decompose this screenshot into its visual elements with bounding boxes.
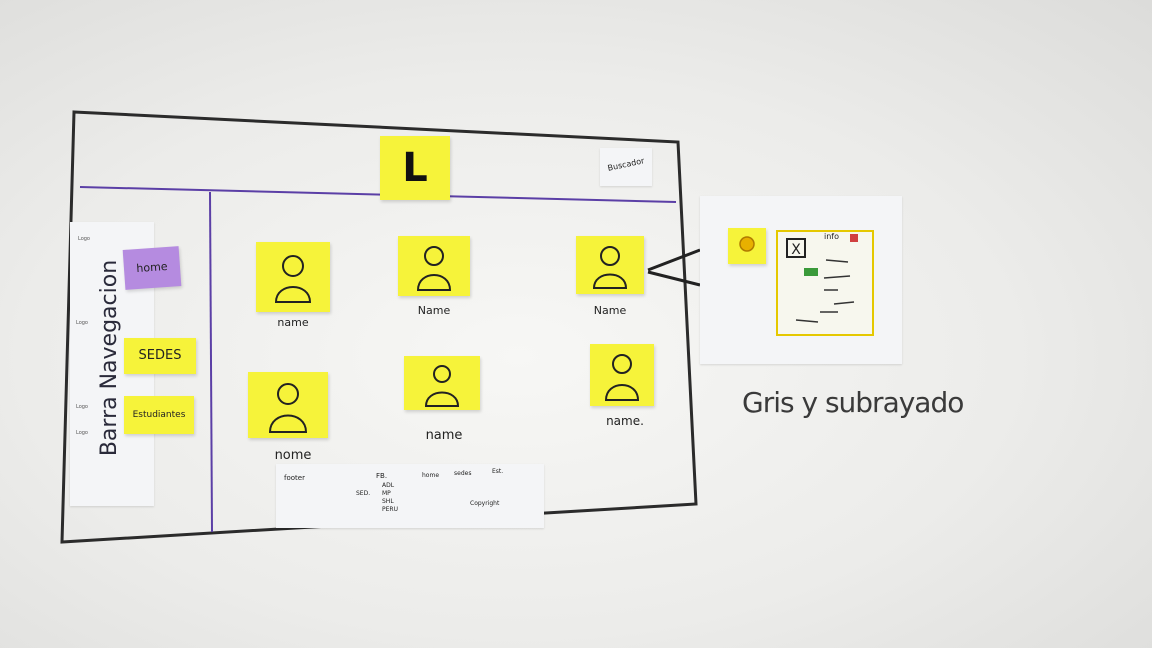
sidebar-small-tag: Logo: [76, 404, 88, 410]
sidebar-item-label: SEDES: [138, 348, 182, 363]
footer-col3-head: sedes: [454, 470, 472, 477]
person-icon: [416, 246, 452, 291]
sidebar-item-home[interactable]: home: [122, 246, 182, 290]
search-tag[interactable]: Buscador: [600, 148, 652, 186]
footer-col1-line: ADL: [382, 482, 395, 489]
profile-card[interactable]: [398, 236, 470, 296]
profile-name: name: [277, 316, 309, 329]
logo-sticky[interactable]: L: [380, 136, 450, 200]
detail-card[interactable]: X info: [776, 230, 874, 336]
person-icon: [424, 365, 460, 407]
footer-copyright: Copyright: [470, 500, 500, 507]
footer-col1-prefix: SED.: [356, 490, 371, 497]
footer-col4-head: Est.: [492, 468, 504, 475]
profile-card[interactable]: [576, 236, 644, 294]
profile-name: Name: [417, 304, 451, 317]
caption: Gris y subrayado: [742, 386, 964, 419]
person-icon: [604, 354, 640, 401]
person-icon: [592, 246, 628, 289]
detail-info-label: info: [824, 232, 840, 241]
person-icon: [739, 236, 755, 252]
sidebar-small-tag: Logo: [76, 320, 88, 326]
person-icon: [268, 383, 308, 433]
profile-name: Name: [593, 304, 627, 317]
profile-card[interactable]: [404, 356, 480, 410]
sidebar-item-label: Estudiantes: [132, 410, 186, 420]
sidebar-item-estudiantes[interactable]: Estudiantes: [124, 396, 194, 434]
logo-letter: L: [402, 145, 428, 191]
detail-green-tag: [804, 268, 818, 276]
footer-col2-head: home: [422, 472, 440, 479]
profile-name: name: [425, 428, 463, 443]
sidebar-small-tag: Logo: [76, 430, 88, 436]
detail-text-lines: [795, 259, 855, 323]
detail-info-icon: [850, 234, 858, 242]
footer-col1-line: SHL: [382, 498, 394, 505]
profile-name: nome: [274, 448, 312, 463]
detail-avatar: [728, 228, 766, 264]
detail-close[interactable]: X: [786, 238, 806, 258]
footer-title: footer: [284, 474, 305, 482]
sidebar-item-sedes[interactable]: SEDES: [124, 338, 196, 374]
sidebar-item-label: home: [135, 259, 168, 276]
footer-col1-head: FB.: [376, 472, 388, 480]
profile-card[interactable]: [256, 242, 330, 312]
profile-card[interactable]: [590, 344, 654, 406]
footer-col1-line: PERU: [382, 506, 398, 513]
profile-name: name.: [606, 414, 644, 428]
sidebar-small-tag: Logo: [78, 236, 90, 242]
footer-col1-line: MP: [382, 490, 391, 497]
profile-card[interactable]: [248, 372, 328, 438]
person-icon: [274, 255, 312, 303]
footer-panel: footer SED. FB. ADL MP SHL PERU home sed…: [276, 464, 544, 528]
search-tag-label: Buscador: [606, 156, 646, 173]
